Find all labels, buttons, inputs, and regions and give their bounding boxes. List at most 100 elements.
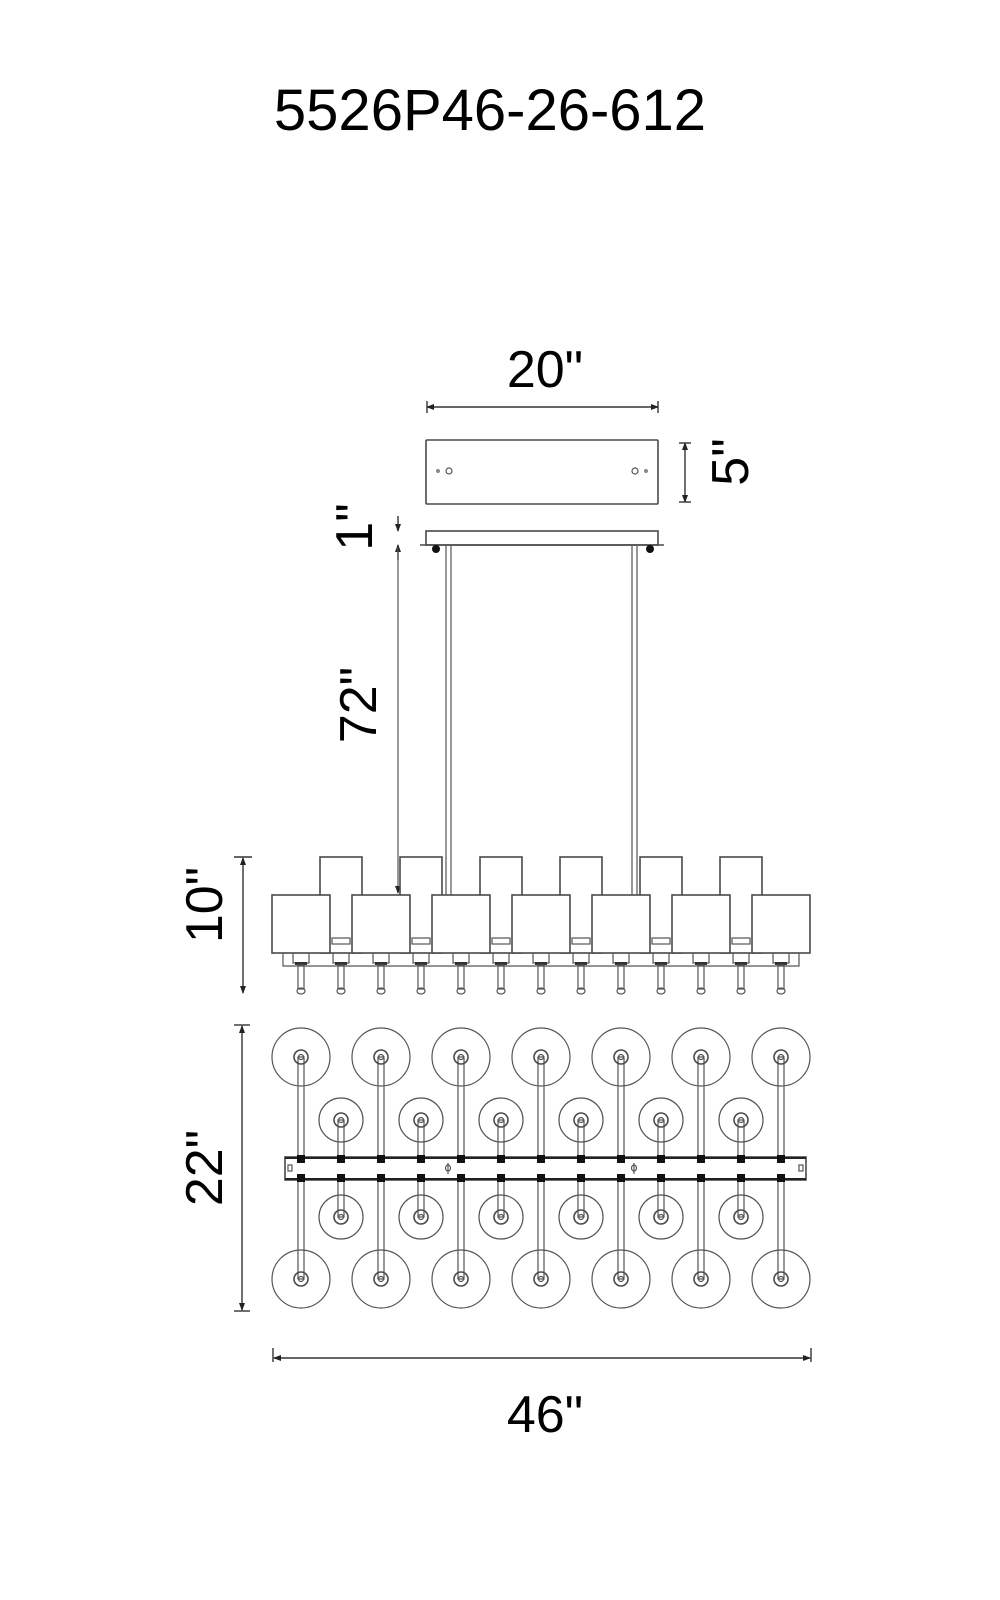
disc-center: [693, 1271, 709, 1287]
disc-center-dot: [737, 1213, 745, 1221]
small-crystal-disc: [718, 1194, 764, 1240]
socket-ring: [335, 962, 347, 965]
arm-clamp: [417, 1174, 425, 1182]
small-crystal-disc: [478, 1097, 524, 1143]
arm-clamp: [297, 1155, 305, 1163]
arm: [417, 1179, 425, 1218]
arm: [697, 1179, 705, 1280]
arm-clamp: [377, 1174, 385, 1182]
large-crystal-disc: [271, 1249, 331, 1309]
disc-center-dot: [737, 1116, 745, 1124]
disc-center: [773, 1271, 789, 1287]
arm-clamp: [497, 1174, 505, 1182]
arm-clamp: [577, 1174, 585, 1182]
disc-center-dot: [577, 1116, 585, 1124]
arm: [657, 1119, 665, 1158]
large-crystal-disc: [351, 1027, 411, 1087]
bulb-stem: [337, 964, 345, 990]
disc-center-dot: [577, 1213, 585, 1221]
arm: [497, 1119, 505, 1158]
socket-cup: [331, 937, 351, 945]
large-crystal-disc: [431, 1249, 491, 1309]
canopy-plate: [425, 439, 659, 505]
disc-center: [293, 1271, 309, 1287]
mount-hole: [445, 467, 453, 475]
arm-clamp: [297, 1174, 305, 1182]
large-crystal-disc: [511, 1027, 571, 1087]
fixture-plan: [271, 1027, 811, 1309]
socket: [372, 952, 390, 964]
arm: [297, 1179, 305, 1280]
front-shade: [431, 894, 491, 954]
arm: [377, 1056, 385, 1158]
arm-clamp: [377, 1155, 385, 1163]
socket-ring: [415, 962, 427, 965]
large-crystal-disc: [511, 1249, 571, 1309]
disc-center: [533, 1049, 549, 1065]
arm: [417, 1119, 425, 1158]
bulb-stem: [657, 964, 665, 990]
bulb-stem: [777, 964, 785, 990]
front-shade: [751, 894, 811, 954]
disc-center-dot: [697, 1275, 705, 1283]
socket: [612, 952, 630, 964]
socket-ring: [295, 962, 307, 965]
socket-cup: [731, 937, 751, 945]
disc-center-dot: [697, 1053, 705, 1061]
disc-center-dot: [417, 1116, 425, 1124]
disc-center-dot: [497, 1116, 505, 1124]
disc-center-dot: [657, 1116, 665, 1124]
disc-center: [613, 1049, 629, 1065]
disc-center-dot: [777, 1053, 785, 1061]
front-shade: [511, 894, 571, 954]
arm-clamp: [457, 1155, 465, 1163]
arm: [577, 1119, 585, 1158]
large-crystal-disc: [591, 1027, 651, 1087]
arm-clamp: [537, 1155, 545, 1163]
bulb-stem: [577, 964, 585, 990]
bulb-tip: [336, 987, 346, 995]
socket-cup: [651, 937, 671, 945]
disc-center: [453, 1049, 469, 1065]
small-crystal-disc: [558, 1097, 604, 1143]
arm: [297, 1056, 305, 1158]
canopy-width-label: 20": [507, 341, 583, 399]
socket-ring: [375, 962, 387, 965]
arm-clamp: [697, 1155, 705, 1163]
disc-center: [413, 1112, 429, 1128]
disc-center: [693, 1049, 709, 1065]
bulb-tip: [296, 987, 306, 995]
large-crystal-disc: [431, 1027, 491, 1087]
small-crystal-disc: [638, 1097, 684, 1143]
socket: [332, 952, 350, 964]
disc-center: [333, 1209, 349, 1225]
bulb-tip: [696, 987, 706, 995]
socket: [532, 952, 550, 964]
disc-center: [613, 1271, 629, 1287]
arm: [497, 1179, 505, 1218]
arm-clamp: [737, 1174, 745, 1182]
socket-ring: [455, 962, 467, 965]
bulb-tip: [776, 987, 786, 995]
disc-center-dot: [617, 1275, 625, 1283]
arm-clamp: [617, 1155, 625, 1163]
bulb-stem: [737, 964, 745, 990]
disc-center: [733, 1112, 749, 1128]
bulb-tip: [616, 987, 626, 995]
socket-ring: [495, 962, 507, 965]
small-crystal-disc: [318, 1097, 364, 1143]
frame-bar: [282, 953, 800, 967]
disc-center-dot: [297, 1053, 305, 1061]
fixture-height-label: 10": [176, 867, 234, 943]
socket: [692, 952, 710, 964]
front-shade: [591, 894, 651, 954]
arm: [737, 1119, 745, 1158]
bulb-tip: [456, 987, 466, 995]
socket: [572, 952, 590, 964]
arm-clamp: [737, 1155, 745, 1163]
disc-center: [373, 1049, 389, 1065]
bulb-tip: [496, 987, 506, 995]
disc-center-dot: [537, 1053, 545, 1061]
socket: [452, 952, 470, 964]
disc-center-dot: [777, 1275, 785, 1283]
